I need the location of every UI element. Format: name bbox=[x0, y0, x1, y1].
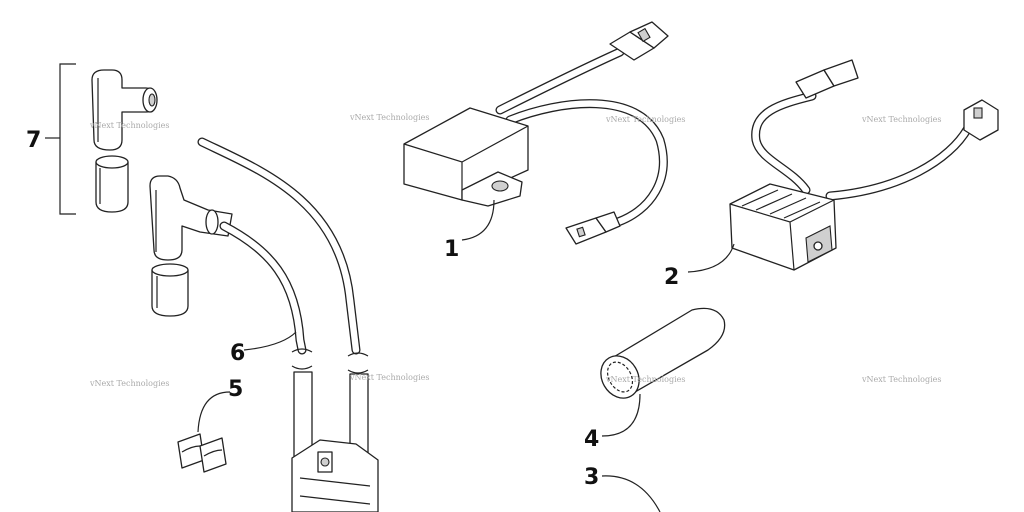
watermark-text: vNext Technologies bbox=[605, 115, 685, 124]
part-5-clip bbox=[177, 433, 227, 473]
part-6-leads bbox=[197, 137, 379, 512]
part-7-bracket bbox=[59, 63, 76, 215]
watermark-text: vNext Technologies bbox=[861, 115, 941, 124]
callout-1: 1 bbox=[444, 237, 459, 262]
watermark-layer: vNext Technologies vNext Technologies vN… bbox=[89, 113, 941, 388]
part-1-cdi-box bbox=[403, 21, 669, 245]
callout-2: 2 bbox=[664, 265, 679, 290]
part-2-leader bbox=[687, 243, 735, 273]
watermark-text: vNext Technologies bbox=[605, 375, 685, 384]
part-2-regulator bbox=[729, 59, 999, 271]
part-4-tube bbox=[600, 307, 726, 399]
callout-3: 3 bbox=[584, 465, 599, 490]
watermark-text: vNext Technologies bbox=[89, 121, 169, 130]
watermark-text: vNext Technologies bbox=[349, 113, 429, 122]
callout-5: 5 bbox=[228, 377, 243, 402]
boot-cap-lower bbox=[151, 263, 189, 317]
elbow-boot-lower bbox=[149, 175, 233, 261]
part-7-group bbox=[45, 63, 158, 215]
watermark-text: vNext Technologies bbox=[89, 379, 169, 388]
boot-cap-top bbox=[95, 155, 129, 213]
elbow-boot-top bbox=[91, 69, 158, 151]
part-4-leader bbox=[601, 393, 641, 437]
callout-7: 7 bbox=[26, 128, 41, 153]
watermark-text: vNext Technologies bbox=[349, 373, 429, 382]
part-3-leader bbox=[601, 475, 661, 512]
part-6-leader bbox=[243, 331, 297, 351]
part-5-leader bbox=[197, 391, 231, 433]
callout-4: 4 bbox=[584, 427, 599, 452]
watermark-text: vNext Technologies bbox=[861, 375, 941, 384]
part-1-leader bbox=[461, 199, 495, 241]
callout-6: 6 bbox=[230, 341, 245, 366]
